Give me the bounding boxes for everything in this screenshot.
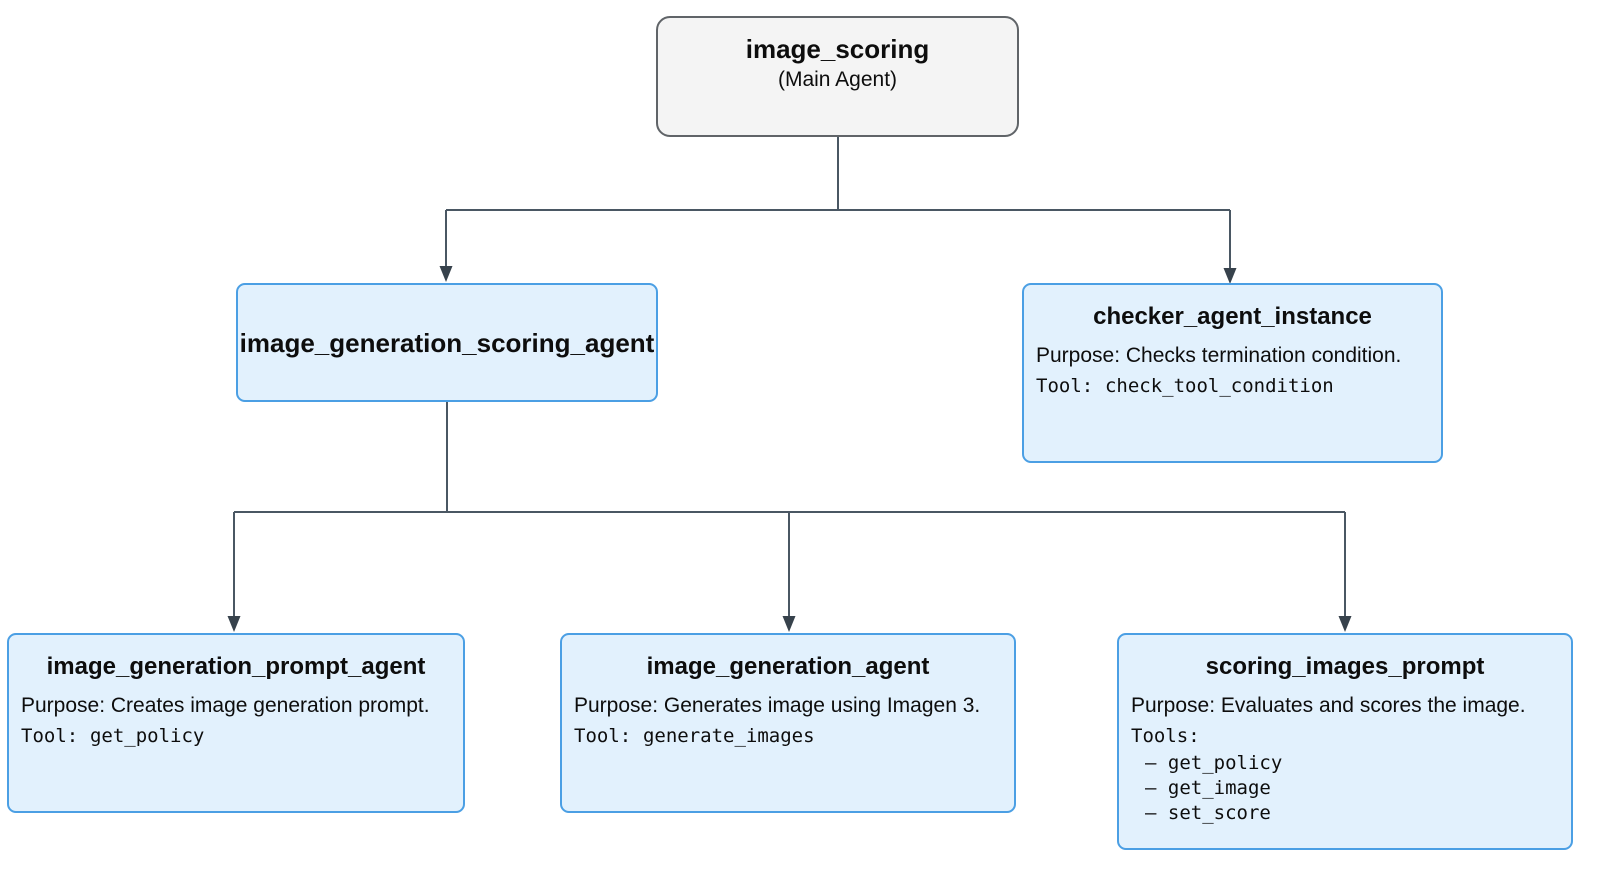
arrowhead-down-icon (439, 266, 453, 282)
node-tool-line: Tool: get_policy (21, 721, 451, 751)
tool-list-item: – get_image (1145, 777, 1271, 799)
node-title: image_generation_prompt_agent (46, 653, 426, 680)
node-title: image_generation_agent (646, 653, 930, 680)
edge-level2-to-level3 (233, 402, 1346, 620)
tool-list-item: – set_score (1145, 802, 1271, 824)
arrowhead-down-icon (782, 616, 796, 632)
tool-list-item: – get_policy (1145, 752, 1283, 774)
node-title: image_scoring (745, 34, 930, 64)
tool-value: check_tool_condition (1104, 375, 1334, 397)
tool-value: generate_images (642, 725, 815, 747)
node-image-generation-prompt-agent: image_generation_prompt_agent Purpose: C… (7, 633, 465, 813)
tools-label: Tools: (1131, 725, 1200, 747)
tool-label: Tool: (1036, 375, 1094, 397)
node-scoring-images-prompt: scoring_images_prompt Purpose: Evaluates… (1117, 633, 1573, 850)
node-image-generation-scoring-agent: image_generation_scoring_agent (236, 283, 658, 402)
node-purpose: Purpose: Generates image using Imagen 3. (574, 694, 981, 717)
edge-root-to-level2 (445, 137, 1231, 272)
tool-label: Tool: (21, 725, 79, 747)
arrowhead-down-icon (227, 616, 241, 632)
node-checker-agent-instance: checker_agent_instance Purpose: Checks t… (1022, 283, 1443, 463)
arrowhead-down-icon (1338, 616, 1352, 632)
tool-label: Tool: (574, 725, 632, 747)
node-purpose: Purpose: Checks termination condition. (1036, 344, 1402, 367)
node-title: scoring_images_prompt (1205, 653, 1485, 680)
node-purpose: Purpose: Evaluates and scores the image. (1131, 694, 1526, 717)
tool-value: get_policy (89, 725, 205, 747)
node-title: checker_agent_instance (1093, 303, 1372, 330)
node-tool-line: Tool: generate_images (574, 721, 1002, 751)
node-purpose: Purpose: Creates image generation prompt… (21, 694, 430, 717)
node-image-generation-agent: image_generation_agent Purpose: Generate… (560, 633, 1016, 813)
node-tool-line: Tool: check_tool_condition (1036, 371, 1429, 401)
node-image-scoring: image_scoring (Main Agent) (656, 16, 1019, 137)
arrowhead-down-icon (1223, 268, 1237, 284)
tools-list: – get_policy – get_image – set_score (1131, 751, 1559, 826)
node-subtitle: (Main Agent) (777, 68, 898, 91)
node-title: image_generation_scoring_agent (239, 327, 655, 358)
